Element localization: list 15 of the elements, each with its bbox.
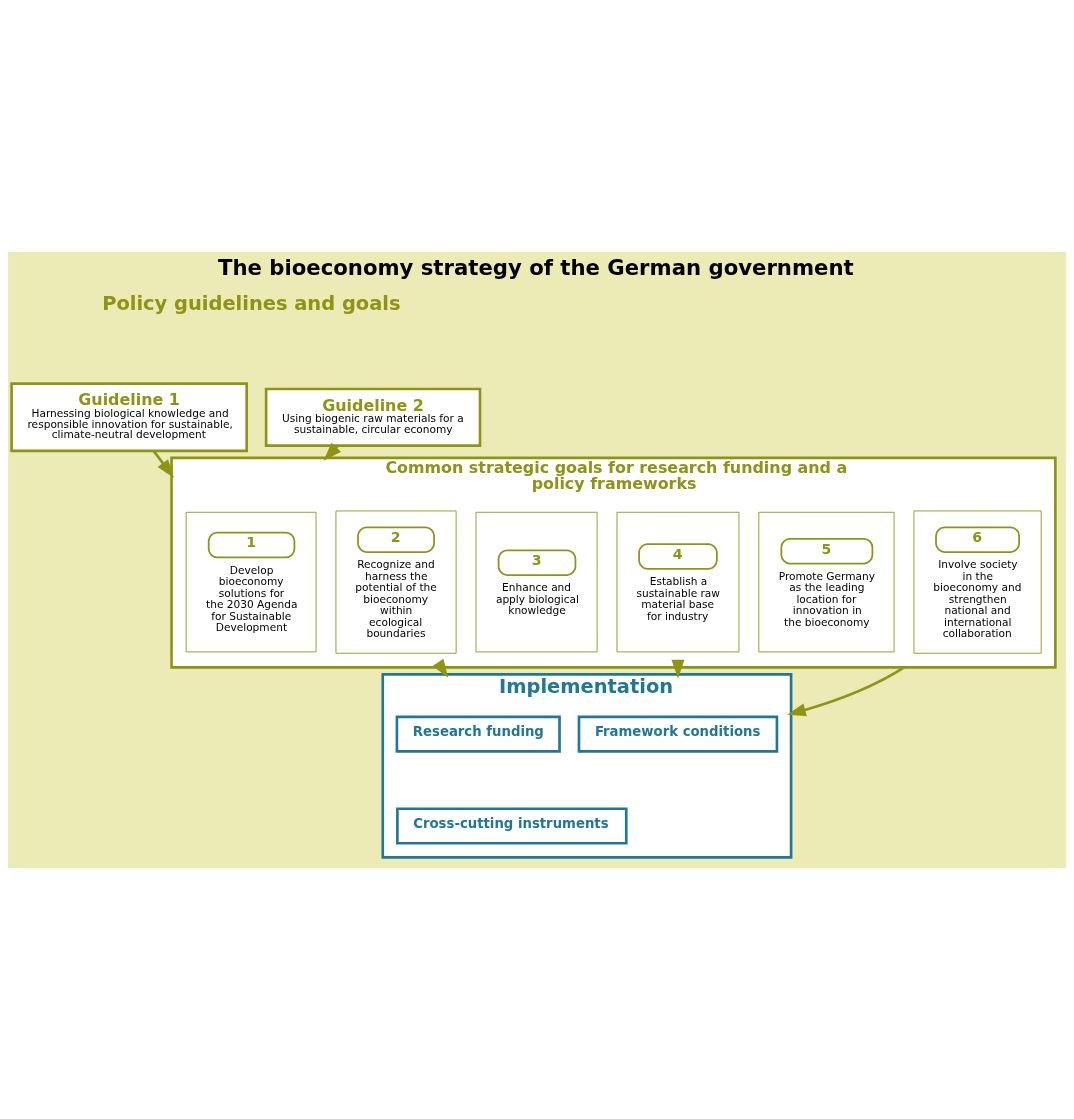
arrow bbox=[152, 449, 174, 478]
node-box: Framework conditions bbox=[577, 715, 779, 753]
arrow bbox=[671, 659, 685, 678]
node-box: 6 Involve society in the bioeconomy and strengthen national and international collaboration bbox=[913, 510, 1042, 654]
node-box: Cross-cutting instruments bbox=[396, 806, 628, 845]
diagram-title: The bioeconomy strategy of the German government bbox=[217, 254, 854, 280]
node-box: 4 Establish a sustainable raw material base for industry bbox=[616, 511, 740, 652]
node-box: Research funding bbox=[395, 715, 561, 753]
arrow bbox=[787, 665, 905, 716]
node-box: 5 Promote Germany as the leading location for innovation in the bioeconomy bbox=[758, 511, 895, 652]
node-box: 2 Recognize and harness the potential of the bioeconomy within ecological boundaries bbox=[335, 510, 457, 654]
label: Policy guidelines and goals bbox=[102, 291, 401, 315]
node-box: 1 Develop bioeconomy solutions for the 2030 Agenda for Sustainable Development bbox=[185, 511, 317, 652]
node-box: Guideline 1 Harnessing biological knowledge and responsible innovation for sustainable, climate-neutral development bbox=[10, 381, 248, 452]
node-box: 3 Enhance and apply biological knowledge bbox=[475, 511, 598, 652]
